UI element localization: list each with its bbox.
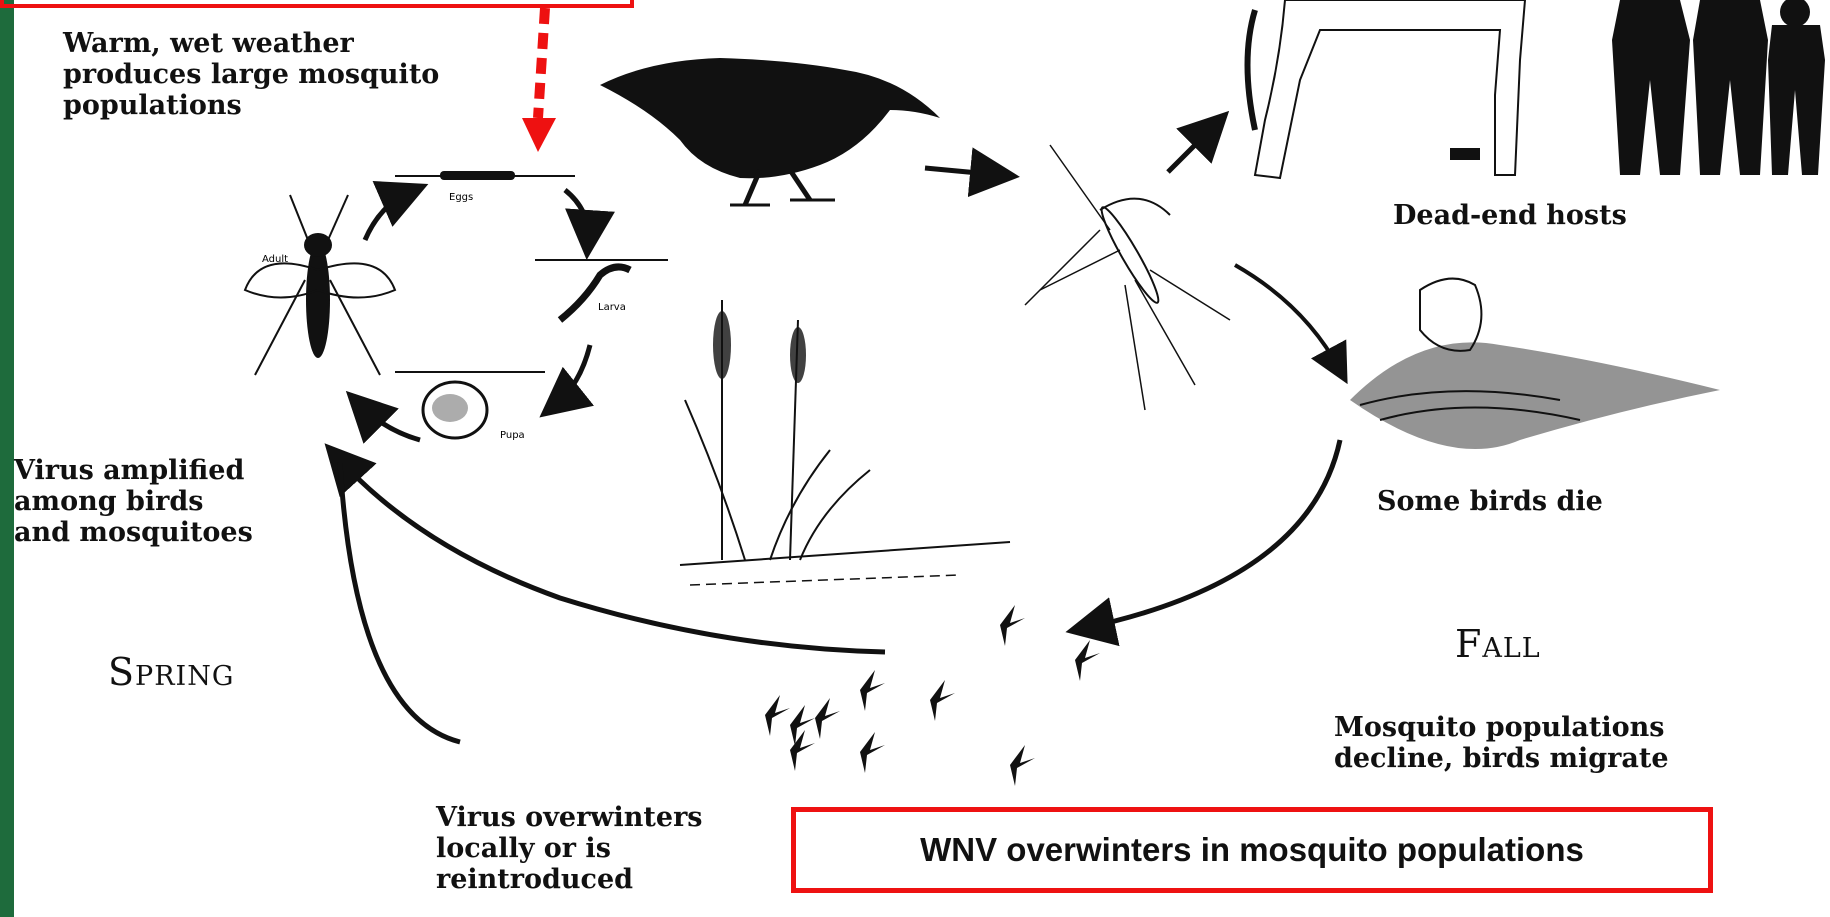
egg-label: Eggs <box>449 192 473 203</box>
horse-silhouette <box>1248 0 1526 178</box>
red-dashed-arrow <box>522 8 556 152</box>
some-birds-die-label: Some birds die <box>1377 486 1603 517</box>
spring-label: Spring <box>108 650 234 694</box>
fall-label: Fall <box>1455 622 1541 666</box>
mosquito-life-cycle: Eggs Larva Pupa Adult <box>245 171 668 441</box>
pupa-label: Pupa <box>500 430 525 441</box>
larva-label: Larva <box>598 302 626 313</box>
virus-overwinters-label: Virus overwinters locally or is reintrod… <box>436 802 703 895</box>
dead-bird <box>1350 279 1720 449</box>
wnv-callout-box: WNV overwinters in mosquito populations <box>791 807 1713 893</box>
human-silhouettes <box>1612 0 1825 175</box>
center-mosquito <box>1025 145 1230 410</box>
wnv-callout-text: WNV overwinters in mosquito populations <box>920 831 1584 869</box>
virus-amplified-label: Virus amplified among birds and mosquito… <box>14 455 253 548</box>
migrating-birds <box>765 605 1100 786</box>
crow-silhouette <box>600 58 940 205</box>
adult-label: Adult <box>262 254 288 265</box>
mosquito-decline-label: Mosquito populations decline, birds migr… <box>1334 712 1669 774</box>
warm-wet-weather-label: Warm, wet weather produces large mosquit… <box>63 28 439 121</box>
dead-end-hosts-label: Dead-end hosts <box>1393 200 1627 231</box>
cattail-reeds <box>680 300 1010 585</box>
